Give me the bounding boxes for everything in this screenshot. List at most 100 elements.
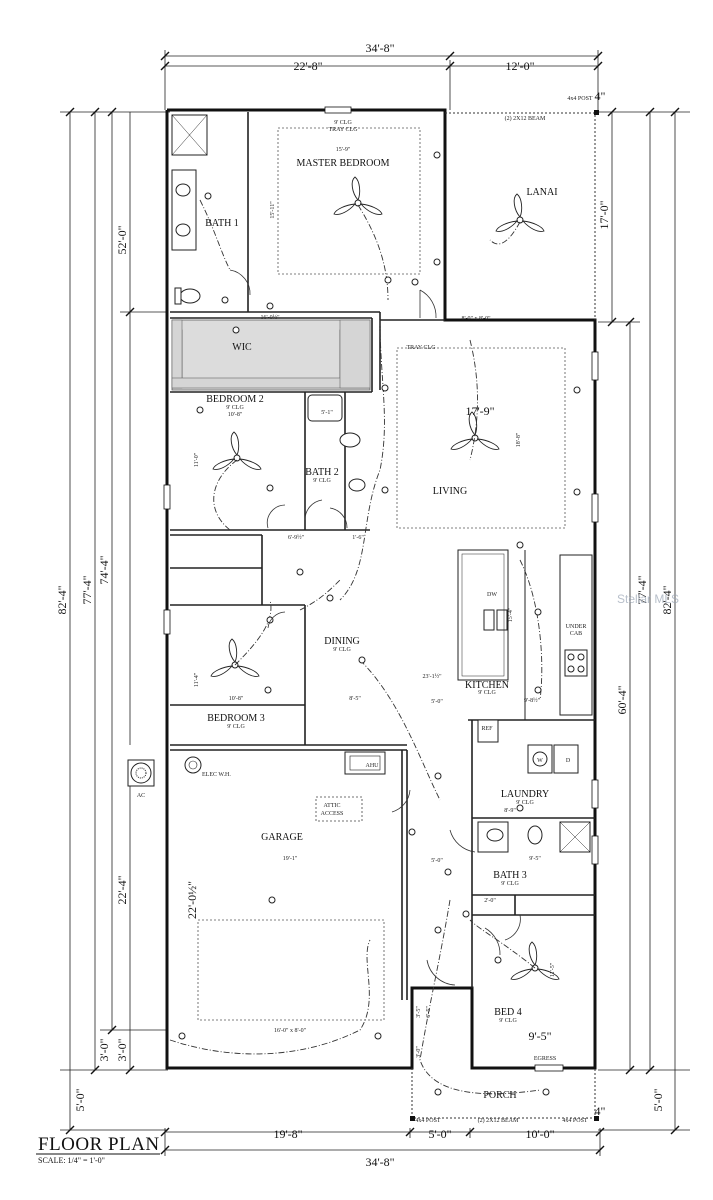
- kitchen-cabinets: [457, 549, 593, 743]
- lanai-door: 8'-0" x 8'-0": [461, 316, 491, 322]
- label-ref: REF: [481, 726, 493, 732]
- bed2-h: 11'-0": [194, 452, 200, 467]
- dim-right-5: 5'-0": [651, 1088, 665, 1111]
- room-wic: WIC: [232, 342, 252, 353]
- room-porch: PORCH: [483, 1090, 516, 1101]
- dim-left-5: 5'-0": [73, 1088, 87, 1111]
- dim-20: 2'-0": [484, 898, 496, 904]
- watermark: Stellar MLS: [617, 592, 679, 606]
- porch-post-left: 4x4 POST: [415, 1118, 441, 1124]
- plan-scale: SCALE: 1/4" = 1'-0": [38, 1156, 105, 1165]
- dim-30: 3'-0": [416, 1046, 422, 1058]
- porch-beam: (2) 2X12 BEAM: [478, 1117, 519, 1124]
- bath3-clg: 9' CLG: [501, 881, 519, 887]
- dim-right-overall: 82'-4": [660, 585, 674, 614]
- label-wh: ELEC W.H.: [202, 772, 231, 778]
- label-dw: DW: [487, 592, 497, 598]
- ac-unit: [127, 759, 155, 787]
- wic-closet-shelves: [171, 319, 371, 391]
- dim-85: 8'-5": [349, 696, 361, 702]
- light-fixtures: [178, 151, 581, 1096]
- bed2-w: 10'-8": [228, 412, 243, 418]
- living-tray: TRAY CLG: [406, 345, 436, 351]
- bed4-w: 9'-5": [528, 1029, 551, 1043]
- room-laundry: LAUNDRY: [501, 789, 549, 800]
- dimension-lines: [60, 50, 690, 1156]
- interior-walls: [170, 112, 595, 1000]
- exterior-walls: [165, 108, 597, 1070]
- dim-50a: 5'-0": [431, 699, 443, 705]
- label-ac: AC: [137, 793, 145, 799]
- kitchen-clg: 9' CLG: [478, 690, 496, 696]
- dim-69: 6'-9½": [288, 534, 305, 541]
- posts: [410, 110, 599, 1121]
- dim-right-60: 60'-4": [615, 685, 629, 714]
- room-dining: DINING: [324, 636, 360, 647]
- dim-bottom-total: 34'-8": [365, 1155, 394, 1169]
- dim-left-overall: 82'-4": [55, 585, 69, 614]
- room-bath-1: BATH 1: [205, 218, 239, 229]
- label-dryer: D: [566, 758, 571, 764]
- label-ahu: AHU: [366, 763, 380, 769]
- egress-bed4: EGRESS: [534, 1056, 556, 1062]
- dim-right-4-top: 4": [595, 89, 606, 103]
- bed4-clg: 9' CLG: [499, 1018, 517, 1024]
- master-tray: TRAY CLG: [328, 127, 358, 133]
- kitchen-9: 9'-8½": [524, 697, 541, 704]
- dim-right-4-bottom: 4": [595, 1104, 606, 1118]
- room-bedroom-3: BEDROOM 3: [207, 713, 265, 724]
- garage-h: 22'-0½": [185, 881, 199, 919]
- dim-left-3a: 3'-0": [97, 1038, 111, 1061]
- room-lanai: LANAI: [526, 187, 557, 198]
- label-washer: W: [537, 758, 543, 764]
- room-living: LIVING: [433, 486, 467, 497]
- label-under: UNDER: [566, 624, 587, 630]
- room-garage: GARAGE: [261, 832, 303, 843]
- bed2-clg: 9' CLG: [226, 405, 244, 411]
- garage-w: 19'-1": [283, 856, 298, 862]
- bath3-w: 9'-5": [529, 856, 541, 862]
- dim-50b: 5'-0": [431, 858, 443, 864]
- laundry-clg: 9' CLG: [516, 800, 534, 806]
- label-attic: ATTIC: [324, 803, 341, 809]
- porch-post-right: 4x4 POST: [562, 1118, 588, 1124]
- dim-right-17: 17'-0": [597, 200, 611, 229]
- room-bath-2: BATH 2: [305, 467, 339, 478]
- master-h: 15'-11": [270, 201, 276, 219]
- bed3-w: 10'-8": [229, 696, 244, 702]
- room-bed-4: BED 4: [494, 1007, 522, 1018]
- bed3-h: 11'-4": [194, 672, 200, 687]
- bath-fixtures: [171, 114, 591, 853]
- bed4-h: 11'-5": [550, 962, 556, 977]
- door-swings: [229, 269, 521, 986]
- kitchen-15: 15'-4": [508, 607, 514, 622]
- dim-left-52: 52'-0": [115, 225, 129, 254]
- dim-left-3b: 3'-0": [115, 1038, 129, 1061]
- dim-top-right: 12'-0": [505, 59, 534, 73]
- tray-ceilings: [197, 127, 566, 1021]
- beam-top: (2) 2X12 BEAM: [505, 115, 546, 122]
- laundry-w: 8'-9": [504, 808, 516, 814]
- dim-35: 3'-5": [416, 1006, 422, 1018]
- bed3-clg: 9' CLG: [227, 724, 245, 730]
- dim-left-74: 74'-4": [97, 555, 111, 584]
- bath2-w: 5'-1": [321, 410, 333, 416]
- room-bath-3: BATH 3: [493, 870, 527, 881]
- dim-bottom-mid: 5'-0": [428, 1127, 451, 1141]
- dim-bottom-right: 10'-0": [525, 1127, 554, 1141]
- dim-65: 6'-5": [426, 1006, 432, 1018]
- label-access: ACCESS: [321, 811, 344, 817]
- windows: [163, 106, 599, 1072]
- bath2-clg: 9' CLG: [313, 478, 331, 484]
- label-cab: CAB: [570, 631, 582, 637]
- dim-top-total: 34'-8": [365, 41, 394, 55]
- dim-top-left: 22'-8": [293, 59, 322, 73]
- living-w: 17'-9": [465, 404, 494, 418]
- dim-16: 1'-6": [352, 535, 364, 541]
- dim-160: 16'-0½": [260, 314, 280, 321]
- post-top: 4x4 POST: [567, 96, 593, 102]
- plan-title: FLOOR PLAN: [38, 1134, 160, 1155]
- master-size: 15'-9": [336, 147, 351, 153]
